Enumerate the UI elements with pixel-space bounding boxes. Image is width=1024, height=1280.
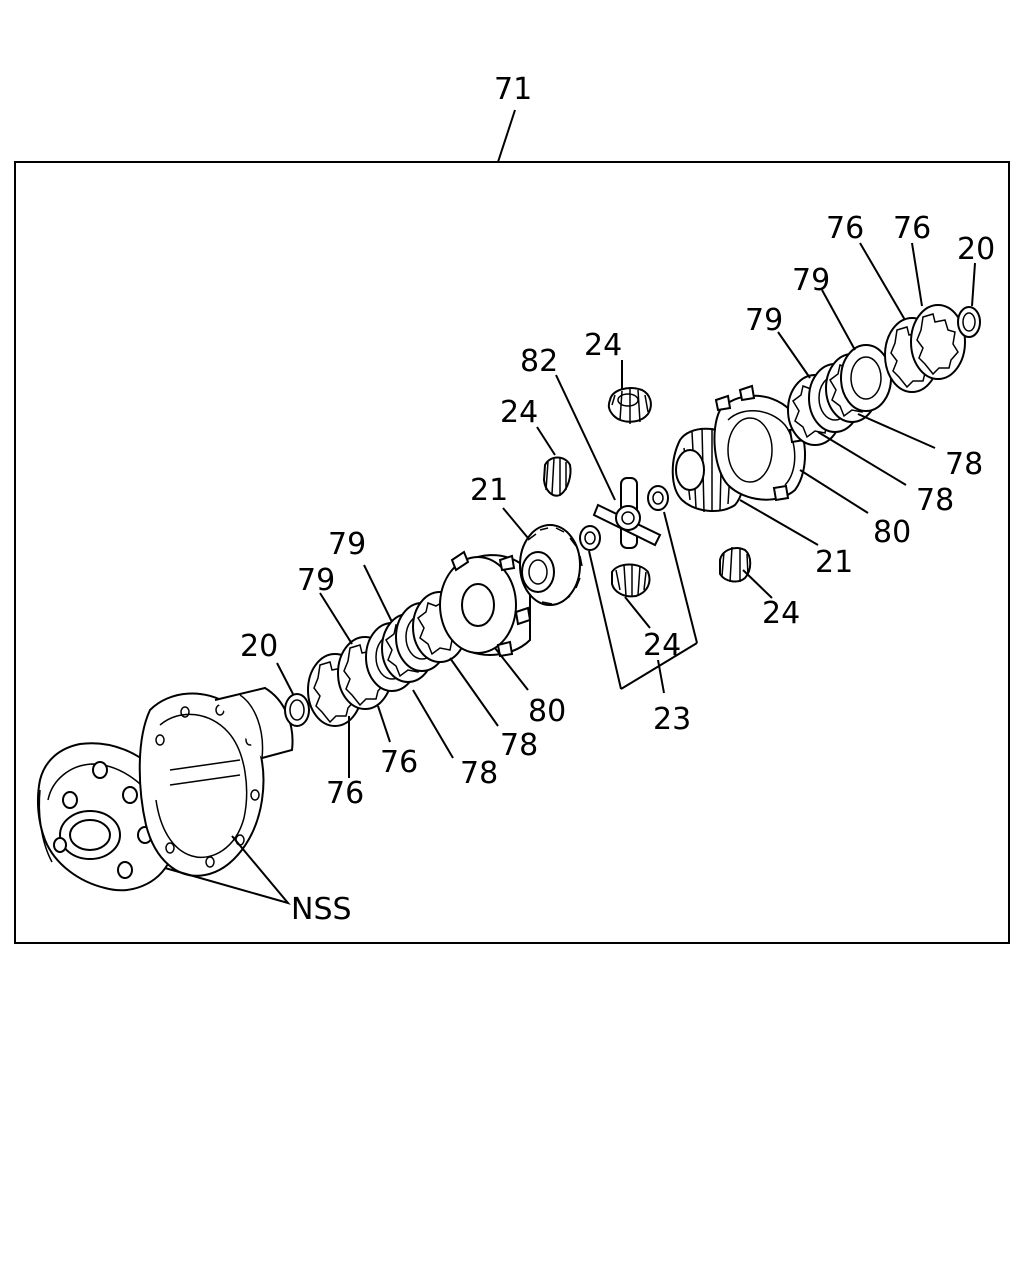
case-flange [138,686,294,877]
callout-78-right-b: 78 [916,483,954,518]
callout-79-left-b: 79 [297,563,335,598]
clutch-disc-79-right-2 [840,344,892,412]
callout-nss: NSS [291,892,352,927]
pinion-gear-right [719,546,752,583]
callout-76-left-a: 76 [380,745,418,780]
callout-82: 82 [520,344,558,379]
callout-76-right-a: 76 [826,211,864,246]
pressure-ring-left [439,550,532,658]
callout-76-right-b: 76 [893,211,931,246]
spacer-pin-right [647,485,669,511]
thrust-washer-right [957,306,981,338]
callout-21-left: 21 [470,473,508,508]
callout-21-right: 21 [815,545,853,580]
pinion-gear-upper-left [542,456,572,497]
callout-24-upper-left: 24 [500,395,538,430]
clutch-plate-76-right-2 [910,304,966,380]
callout-labels: 71 20 76 76 79 79 24 82 24 78 21 78 80 7… [240,72,995,927]
callout-78-left-a: 78 [500,728,538,763]
side-gear-left [519,524,583,606]
callout-24-lower: 24 [643,628,681,663]
callout-80-left: 80 [528,694,566,729]
callout-71: 71 [494,72,532,107]
callout-23: 23 [653,702,691,737]
cross-shaft [592,477,662,549]
spacer-pin-left [579,525,601,551]
callout-24-right: 24 [762,596,800,631]
assembly-leader [497,109,516,163]
callout-78-left-b: 78 [460,756,498,791]
callout-20-right: 20 [957,232,995,267]
pinion-gear-top [607,387,652,424]
thrust-washer-left [284,693,310,727]
callout-79-right-b: 79 [745,303,783,338]
callout-79-right-a: 79 [792,263,830,298]
assembly-frame [14,161,1010,944]
callout-78-right-a: 78 [945,447,983,482]
callout-24-top: 24 [584,328,622,363]
pinion-gear-lower [611,563,651,598]
callout-20-left: 20 [240,629,278,664]
callout-79-left-a: 79 [328,527,366,562]
callout-76-left-b: 76 [326,776,364,811]
nss-leader [164,835,291,905]
leader-lines [276,242,976,778]
callout-80-right: 80 [873,515,911,550]
